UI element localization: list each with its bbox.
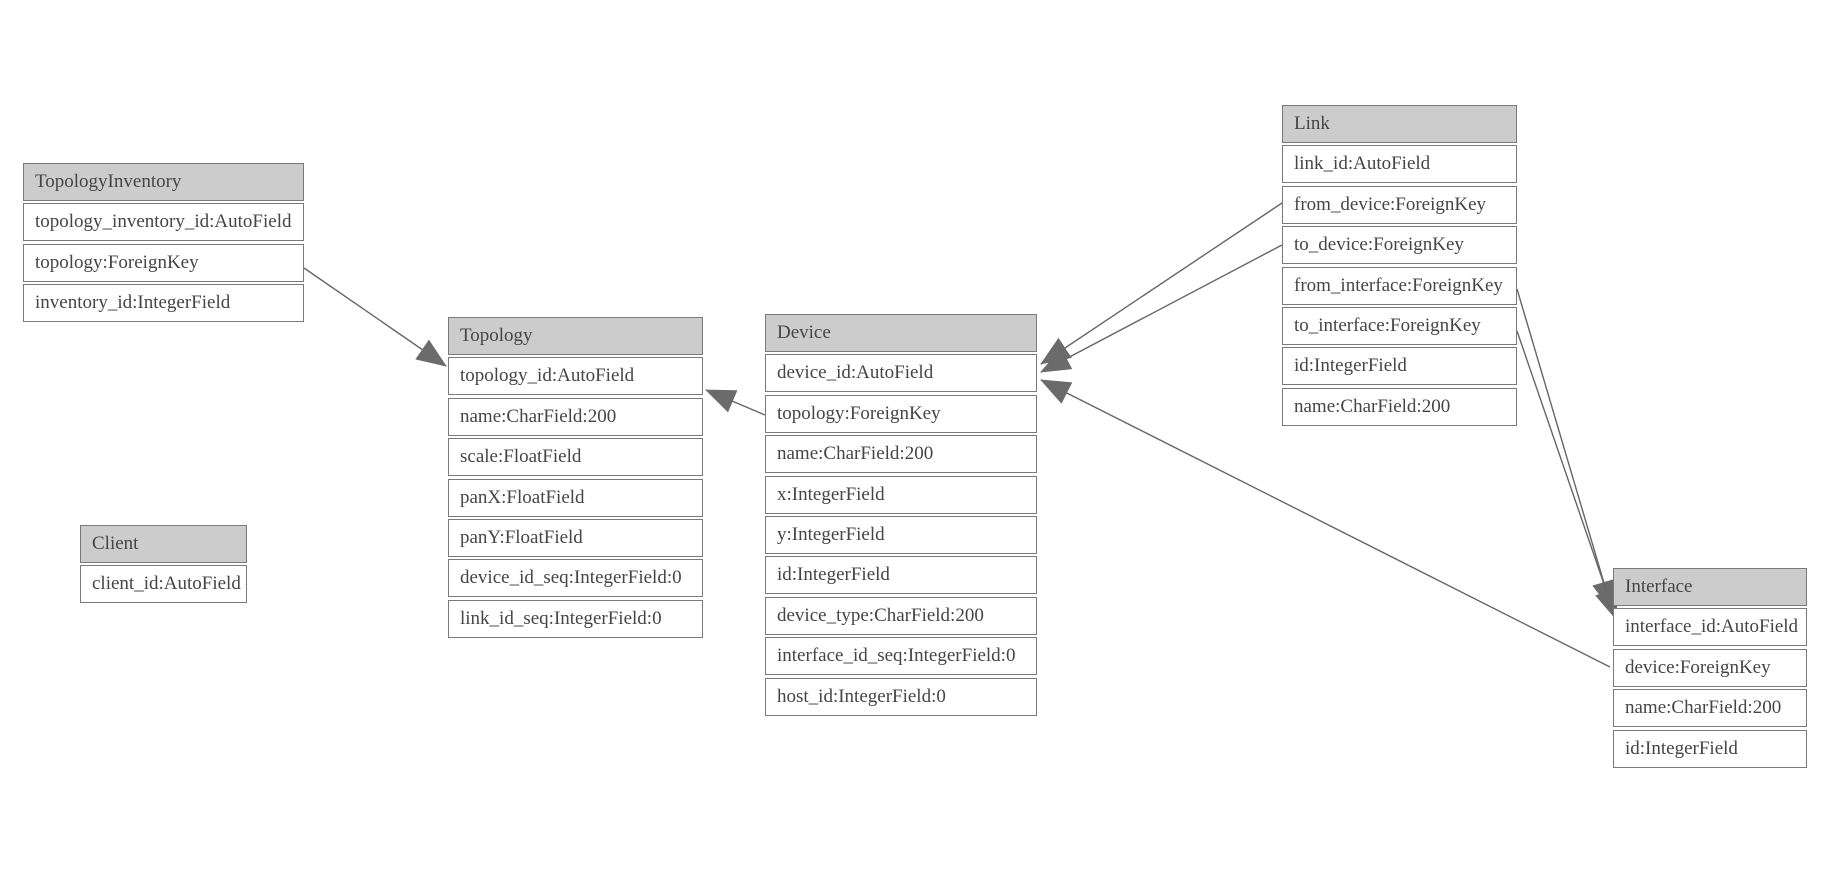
entity-header: TopologyInventory	[23, 163, 304, 201]
edge-interface-device	[1040, 379, 1611, 668]
entity-field: device_type:CharField:200	[765, 596, 1037, 635]
entity-field: from_device:ForeignKey	[1282, 185, 1517, 224]
entity-field: to_interface:ForeignKey	[1282, 306, 1517, 345]
edge-device-topology	[705, 389, 766, 416]
entity-field: panX:FloatField	[448, 478, 703, 517]
entity-field: device:ForeignKey	[1613, 648, 1807, 687]
entity-field: interface_id_seq:IntegerField:0	[765, 637, 1037, 676]
entity-field: name:CharField:200	[1282, 387, 1517, 426]
edge-link-from_device-device	[1040, 202, 1283, 365]
entity-field: topology:ForeignKey	[23, 243, 304, 282]
entity-field: x:IntegerField	[765, 475, 1037, 514]
entity-field: host_id:IntegerField:0	[765, 677, 1037, 716]
entity-header: Device	[765, 314, 1037, 352]
entity-field: to_device:ForeignKey	[1282, 226, 1517, 265]
entity-field: client_id:AutoField	[80, 565, 247, 604]
entity-field: name:CharField:200	[765, 435, 1037, 474]
entity-field: from_interface:ForeignKey	[1282, 266, 1517, 305]
edge-link-to_device-device	[1040, 244, 1283, 373]
entity-header: Topology	[448, 317, 703, 355]
entity-field: name:CharField:200	[448, 397, 703, 436]
entity-field: device_id:AutoField	[765, 354, 1037, 393]
edge-topologyinventory-topology	[303, 267, 447, 367]
entity-header: Link	[1282, 105, 1517, 143]
entity-field: id:IntegerField	[765, 556, 1037, 595]
entity-field: panY:FloatField	[448, 518, 703, 557]
entity-field: y:IntegerField	[765, 515, 1037, 554]
entity-field: topology_inventory_id:AutoField	[23, 203, 304, 242]
entity-field: id:IntegerField	[1282, 347, 1517, 386]
entity-field: link_id:AutoField	[1282, 145, 1517, 184]
edge-link-from_interface-interface	[1516, 288, 1616, 611]
entity-field: interface_id:AutoField	[1613, 608, 1807, 647]
entity-field: scale:FloatField	[448, 438, 703, 477]
entity-field: inventory_id:IntegerField	[23, 284, 304, 323]
entity-field: device_id_seq:IntegerField:0	[448, 559, 703, 598]
entity-field: topology:ForeignKey	[765, 394, 1037, 433]
entity-field: link_id_seq:IntegerField:0	[448, 599, 703, 638]
entity-field: topology_id:AutoField	[448, 357, 703, 396]
edge-link-to_interface-interface	[1516, 330, 1618, 620]
entity-header: Client	[80, 525, 247, 563]
entity-header: Interface	[1613, 568, 1807, 606]
entity-field: id:IntegerField	[1613, 729, 1807, 768]
entity-field: name:CharField:200	[1613, 689, 1807, 728]
